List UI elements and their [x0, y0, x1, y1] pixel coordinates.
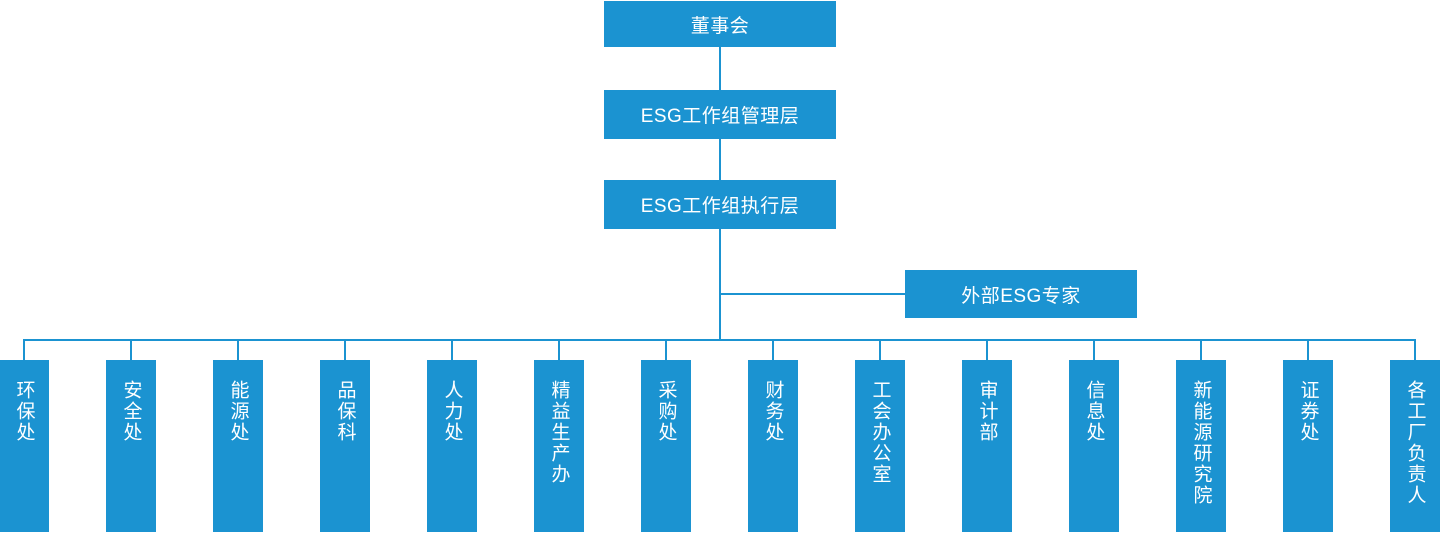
connector-dept-stub — [237, 339, 239, 360]
org-node-department: 人力处 — [427, 360, 477, 532]
org-node-board: 董事会 — [604, 1, 836, 47]
connector-execution-departments — [719, 229, 721, 341]
org-node-department-label: 新能源研究院 — [1190, 380, 1212, 506]
org-node-department-label: 精益生产办 — [548, 380, 570, 485]
connector-dept-stub — [1200, 339, 1202, 360]
org-node-department-label: 财务处 — [762, 380, 784, 443]
org-node-department-label: 人力处 — [441, 380, 463, 443]
org-node-department: 新能源研究院 — [1176, 360, 1226, 532]
connector-dept-stub — [1307, 339, 1309, 360]
org-node-department-label: 环保处 — [13, 380, 35, 443]
connector-external-experts — [719, 293, 905, 295]
org-node-department: 财务处 — [748, 360, 798, 532]
org-node-management-label: ESG工作组管理层 — [640, 106, 800, 127]
org-node-department: 信息处 — [1069, 360, 1119, 532]
org-node-department-label: 品保科 — [334, 380, 356, 443]
org-node-department: 采购处 — [641, 360, 691, 532]
org-node-management: ESG工作组管理层 — [604, 90, 836, 139]
org-node-execution: ESG工作组执行层 — [604, 180, 836, 229]
org-node-department-label: 安全处 — [120, 380, 142, 443]
connector-dept-stub — [451, 339, 453, 360]
org-node-department-label: 工会办公室 — [869, 380, 891, 485]
connector-dept-stub — [879, 339, 881, 360]
org-node-department-label: 证券处 — [1297, 380, 1319, 443]
org-node-department-label: 审计部 — [976, 380, 998, 443]
org-node-department: 品保科 — [320, 360, 370, 532]
connector-dept-stub — [772, 339, 774, 360]
org-node-board-label: 董事会 — [690, 15, 750, 37]
org-node-department-label: 采购处 — [655, 380, 677, 443]
connector-dept-stub — [558, 339, 560, 360]
org-node-external-experts: 外部ESG专家 — [905, 270, 1137, 318]
connector-dept-stub — [23, 339, 25, 360]
org-node-department: 各工厂负责人 — [1390, 360, 1440, 532]
org-node-department: 审计部 — [962, 360, 1012, 532]
connector-dept-stub — [130, 339, 132, 360]
connector-bottom-rail — [23, 339, 1416, 341]
org-node-department-label: 能源处 — [227, 380, 249, 443]
org-node-department: 精益生产办 — [534, 360, 584, 532]
org-node-department: 证券处 — [1283, 360, 1333, 532]
connector-dept-stub — [1093, 339, 1095, 360]
org-node-external-experts-label: 外部ESG专家 — [961, 285, 1081, 307]
org-node-execution-label: ESG工作组执行层 — [640, 196, 800, 217]
org-node-department: 能源处 — [213, 360, 263, 532]
org-node-department-label: 信息处 — [1083, 380, 1105, 443]
connector-dept-stub — [1414, 339, 1416, 360]
connector-dept-stub — [665, 339, 667, 360]
connector-dept-stub — [344, 339, 346, 360]
org-node-department: 安全处 — [106, 360, 156, 532]
connector-dept-stub — [986, 339, 988, 360]
org-node-department-label: 各工厂负责人 — [1404, 380, 1426, 506]
connector-management-execution — [719, 139, 721, 180]
connector-board-management — [719, 47, 721, 90]
org-node-department: 工会办公室 — [855, 360, 905, 532]
org-node-department: 环保处 — [0, 360, 49, 532]
